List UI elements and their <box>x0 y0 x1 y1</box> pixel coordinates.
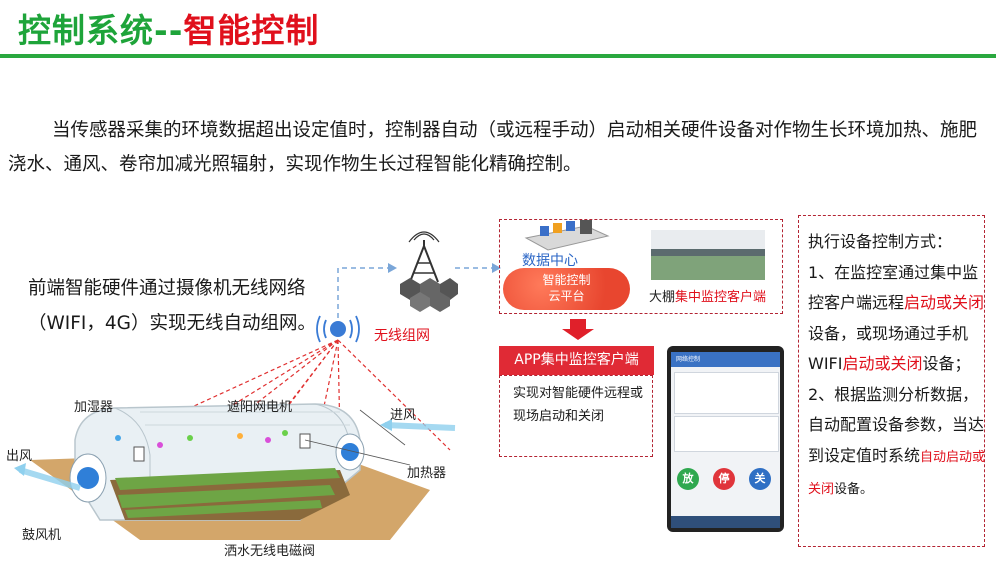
phone-status-panel <box>674 372 779 414</box>
greenhouse-illustration <box>14 404 455 540</box>
label-heater: 加热器 <box>407 462 446 481</box>
cloud-platform-line2: 云平台 <box>503 288 630 304</box>
tower-icon <box>400 232 458 312</box>
data-center-label: 数据中心 <box>522 250 578 270</box>
control-method-2-part-b: 设备。 <box>834 482 873 497</box>
down-arrow-icon <box>562 319 594 340</box>
label-humidifier: 加湿器 <box>74 396 113 415</box>
cloud-platform-line1: 智能控制 <box>503 272 630 288</box>
cloud-platform-badge: 智能控制 云平台 <box>503 268 630 310</box>
control-method-1-red-2: 启动或关闭 <box>842 354 922 373</box>
label-shade-motor: 遮阳网电机 <box>227 396 292 415</box>
phone-vent-panel <box>674 416 779 452</box>
client-caption-prefix: 大棚 <box>649 290 675 305</box>
control-method-1: 1、在监控室通过集中监控客户端远程启动或关闭设备，或现场通过手机WIFI启动或关… <box>808 258 986 380</box>
link-wifi-to-tower <box>338 268 388 318</box>
app-description: 实现对智能硬件远程或现场启动和关闭 <box>513 382 643 428</box>
client-caption-highlight: 集中监控客户端 <box>675 290 766 305</box>
phone-bottom-nav <box>671 516 780 528</box>
label-air-in: 进风 <box>390 404 416 423</box>
phone-title-bar: 网络控制 <box>671 352 780 367</box>
control-methods-text: 执行设备控制方式： 1、在监控室通过集中监控客户端远程启动或关闭设备，或现场通过… <box>808 227 986 506</box>
wireless-network-label: 无线组网 <box>374 325 430 345</box>
control-method-1-red-1: 启动或关闭 <box>904 293 984 312</box>
phone-close-button[interactable]: 关 <box>749 468 771 490</box>
monitor-room-photo <box>651 230 765 280</box>
control-method-1-part-c: 设备； <box>922 354 970 373</box>
phone-open-button[interactable]: 放 <box>677 468 699 490</box>
app-header: APP集中监控客户端 <box>499 346 654 375</box>
label-valve: 洒水无线电磁阀 <box>224 540 315 559</box>
control-methods-heading: 执行设备控制方式： <box>808 227 986 258</box>
label-blower: 鼓风机 <box>22 524 61 543</box>
control-method-2: 2、根据监测分析数据，自动配置设备参数，当达到设定值时系统自动启动或关闭设备。 <box>808 380 986 506</box>
client-caption: 大棚集中监控客户端 <box>649 286 766 305</box>
label-air-out: 出风 <box>6 445 32 464</box>
phone-stop-button[interactable]: 停 <box>713 468 735 490</box>
arrow-to-tower <box>388 263 397 273</box>
wifi-icon <box>317 316 359 342</box>
